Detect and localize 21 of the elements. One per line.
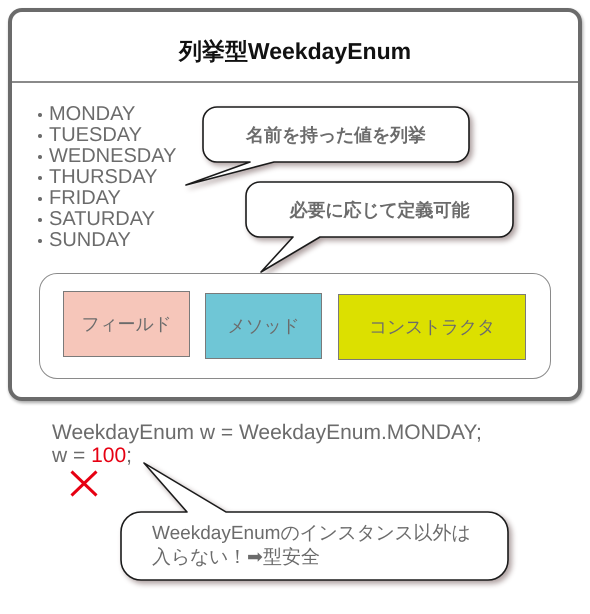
list-item: WEDNESDAY — [38, 146, 176, 167]
callout-text: 必要に応じて定義可能 — [290, 198, 470, 222]
card-title: 列挙型WeekdayEnum — [178, 39, 412, 63]
method-box: メソッド — [205, 293, 322, 359]
code-line: w = 100; — [52, 444, 132, 467]
enum-card — [8, 8, 582, 401]
callout-text: WeekdayEnumのインスタンス以外は入らない！➡型安全 — [152, 522, 472, 570]
list-item: TUESDAY — [38, 125, 142, 146]
callout-text: 名前を持った値を列挙 — [246, 124, 426, 146]
list-item: THURSDAY — [38, 167, 158, 188]
field-box: フィールド — [63, 291, 190, 357]
list-item: MONDAY — [38, 104, 136, 125]
speech-bubble — [184, 105, 471, 187]
speech-bubble — [119, 461, 510, 582]
rounded-panel — [39, 273, 551, 379]
list-item: FRIDAY — [38, 188, 121, 209]
list-item: SATURDAY — [38, 209, 155, 230]
code-line: WeekdayEnum w = WeekdayEnum.MONDAY; — [52, 421, 482, 444]
constructor-box: コンストラクタ — [338, 294, 526, 360]
speech-bubble — [244, 180, 515, 274]
list-item: SUNDAY — [38, 230, 131, 251]
